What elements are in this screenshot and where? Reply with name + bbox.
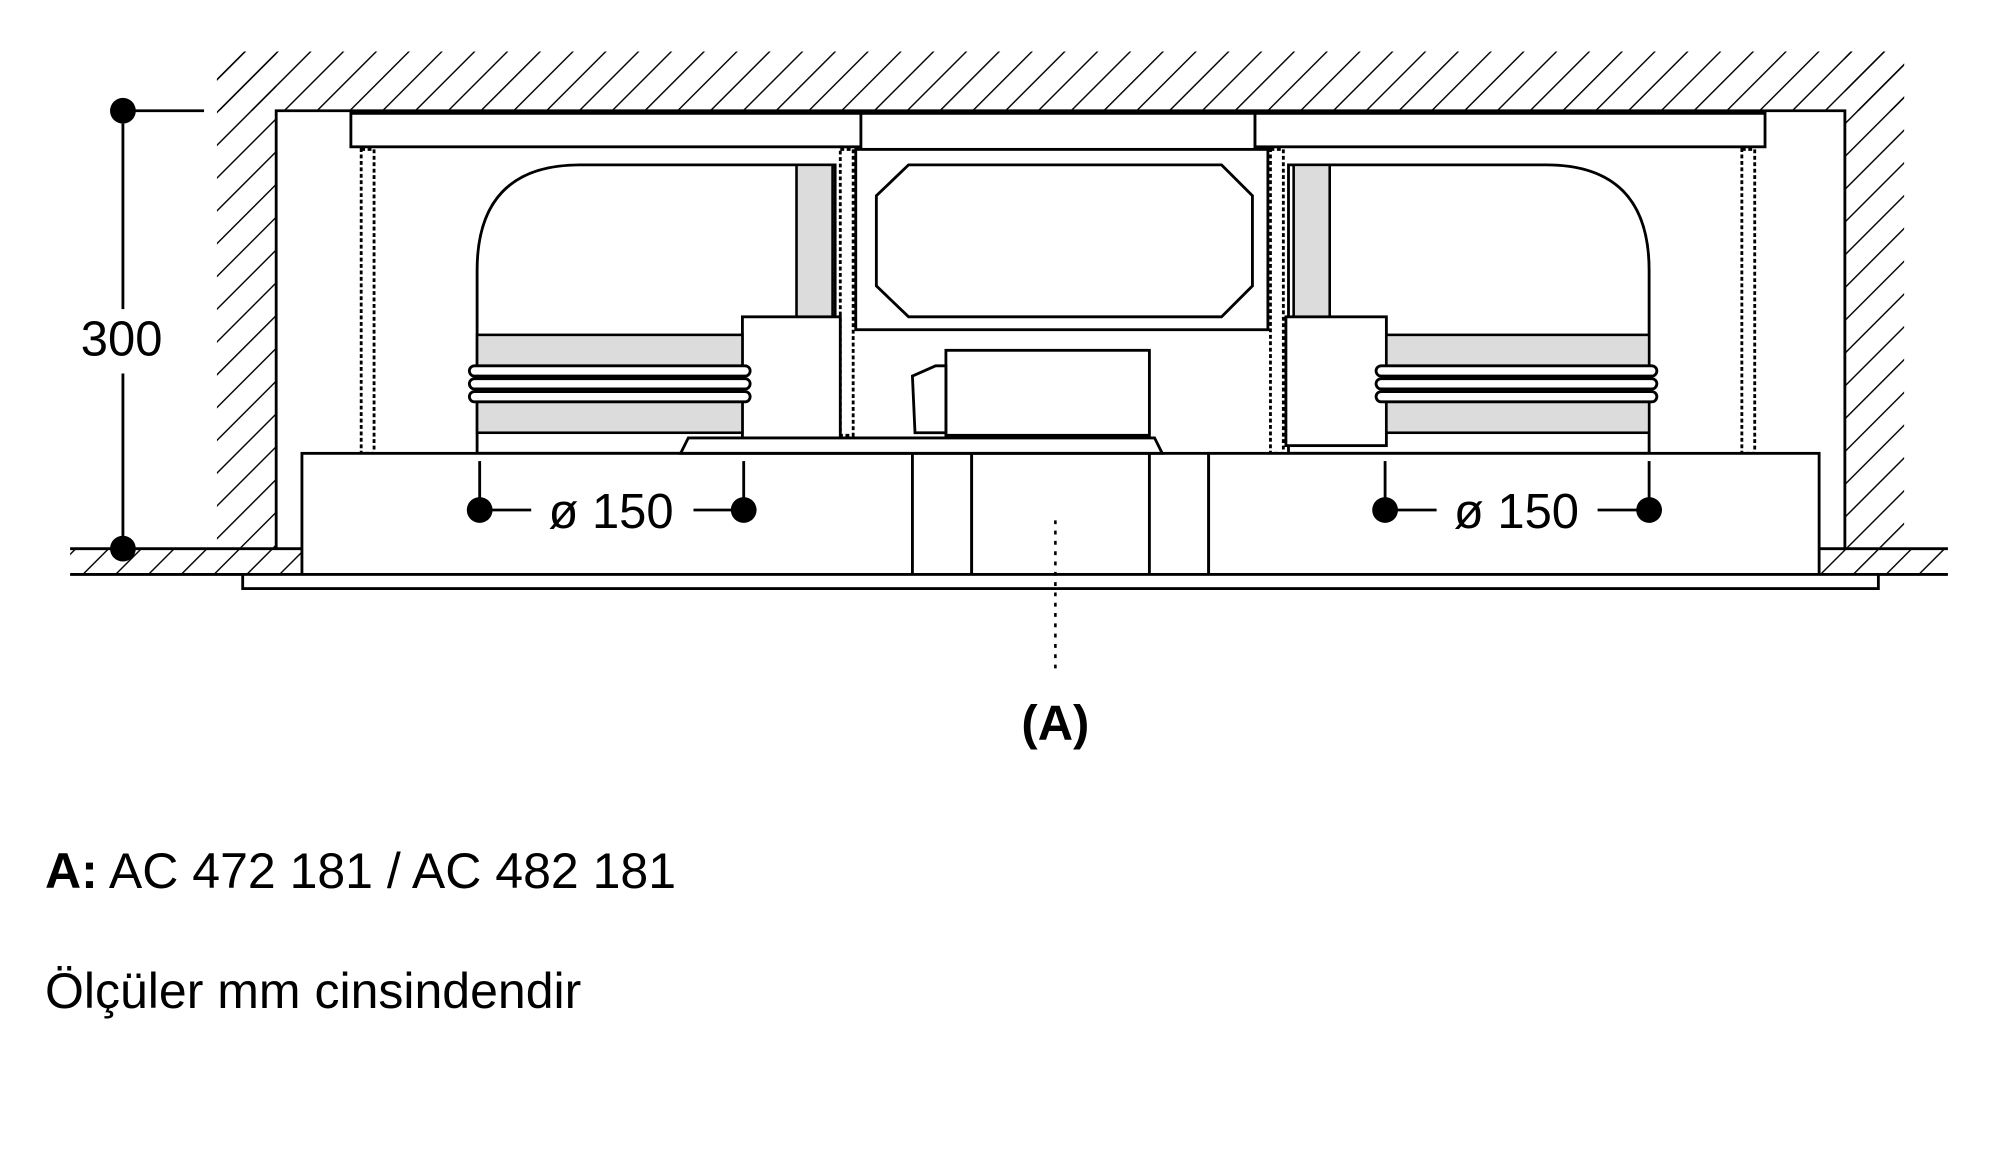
right-diameter-label: ø 150 (1454, 485, 1579, 539)
mounting-brackets (349, 111, 1767, 151)
left-fan-housing (467, 163, 842, 455)
height-label: 300 (81, 312, 163, 366)
callout-a-label: (A) (1021, 696, 1089, 750)
legend-value: AC 472 181 / AC 482 181 (108, 843, 676, 899)
callout-a: (A) (1021, 520, 1089, 750)
legend-key: A: (45, 843, 98, 899)
hood-body (241, 436, 1880, 591)
height-dimension: 300 (81, 97, 205, 562)
units-note: Ölçüler mm cinsindendir (45, 963, 582, 1019)
center-filter-unit (854, 147, 1270, 437)
left-diameter-dimension: ø 150 (466, 461, 757, 539)
right-fan-housing (1284, 163, 1659, 455)
right-diameter-dimension: ø 150 (1372, 461, 1662, 539)
left-diameter-label: ø 150 (548, 485, 673, 539)
accessory-legend: A: AC 472 181 / AC 482 181 (45, 842, 676, 900)
